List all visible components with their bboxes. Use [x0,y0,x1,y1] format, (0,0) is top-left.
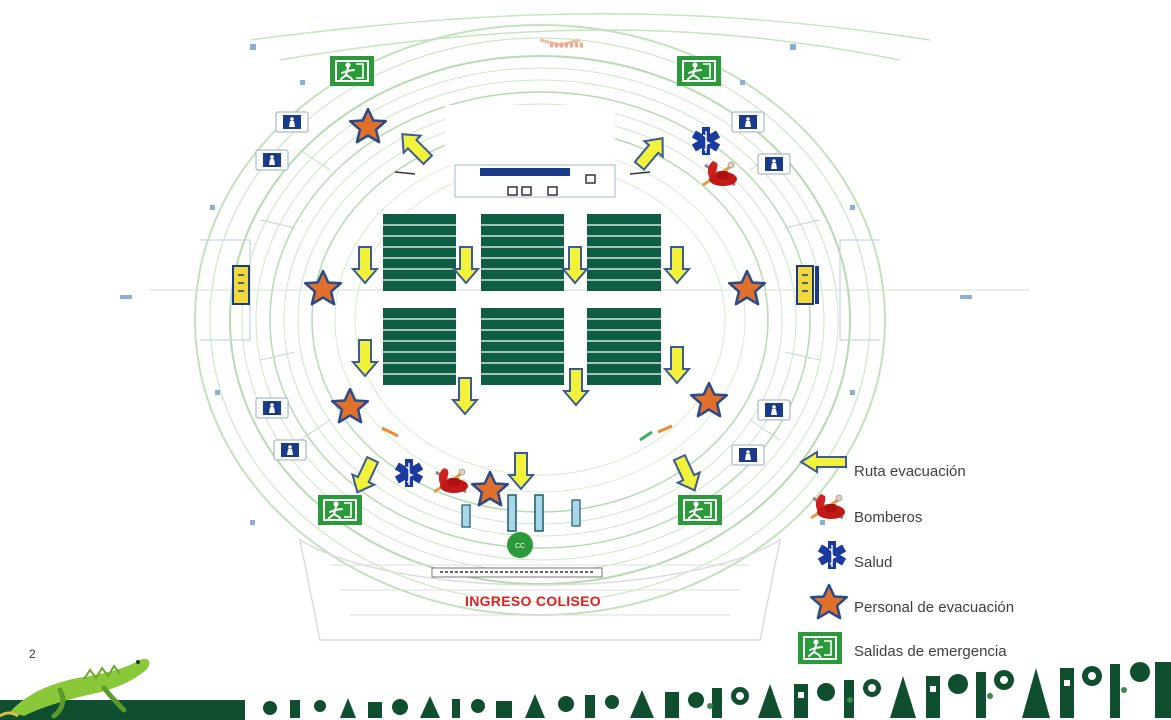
evacuation-staff-star-icon [689,381,729,418]
legend-label-emergency-exits: Salidas de emergencia [854,643,1007,660]
health-star-of-life-icon [394,458,424,488]
restroom-icon [255,149,289,171]
emergency-exit-icon [317,494,363,526]
evacuation-arrow [345,453,385,499]
emergency-exit-icon [798,632,842,664]
evacuation-arrow [664,346,690,384]
evacuation-staff-star-icon [809,583,849,620]
evacuation-arrow [664,246,690,284]
floor-clear-area [390,405,660,470]
evacuation-arrow [562,246,588,284]
restroom-icon [757,399,791,421]
evacuation-arrow [453,246,479,284]
health-star-of-life-icon [691,126,721,156]
firefighters-icon [432,466,470,495]
entrance-mark-right-2 [657,424,673,434]
evacuation-staff-star-icon [303,269,343,306]
legend-label-health: Salud [854,554,893,571]
restroom-icon [275,111,309,133]
entrance-mark-left [381,426,399,438]
emergency-exit-icon [676,55,722,87]
restroom-icon [273,439,307,461]
legend-label-firefighters: Bomberos [854,509,923,526]
evacuation-staff-star-icon [727,269,767,306]
seating-blocks [383,214,661,385]
side-structure-right [796,265,819,305]
iguana-logo [0,658,150,719]
health-star-of-life-icon [817,540,847,570]
evacuation-staff-star-icon [330,387,370,424]
legend-label-evacuation-staff: Personal de evacuación [854,599,1015,616]
evacuation-route-arrow-icon [799,450,847,474]
evacuation-staff-star-icon [470,470,510,507]
evacuation-arrow [629,129,673,175]
evacuation-arrow [508,452,534,490]
entrance-mark-right [639,430,653,442]
side-structure-left [232,265,250,305]
restroom-icon [731,444,765,466]
restroom-icon [255,397,289,419]
evacuation-arrow [392,124,438,170]
evacuation-arrow [352,339,378,377]
entrance-gate-band [431,567,603,578]
evacuation-arrow [563,368,589,406]
footer-band [0,660,1171,720]
page-number: 2 [29,647,36,661]
legend-label-evacuation-route: Ruta evacuación [854,463,966,480]
restroom-icon [757,153,791,175]
entrance-label: INGRESO COLISEO [465,593,601,609]
restroom-icon [731,111,765,133]
svg-text:CC: CC [515,543,525,550]
emergency-exit-icon [329,55,375,87]
legend [798,450,849,664]
emergency-exit-icon [677,494,723,526]
stage-structure [394,105,651,198]
entrance-turnstiles: CC [461,494,581,558]
